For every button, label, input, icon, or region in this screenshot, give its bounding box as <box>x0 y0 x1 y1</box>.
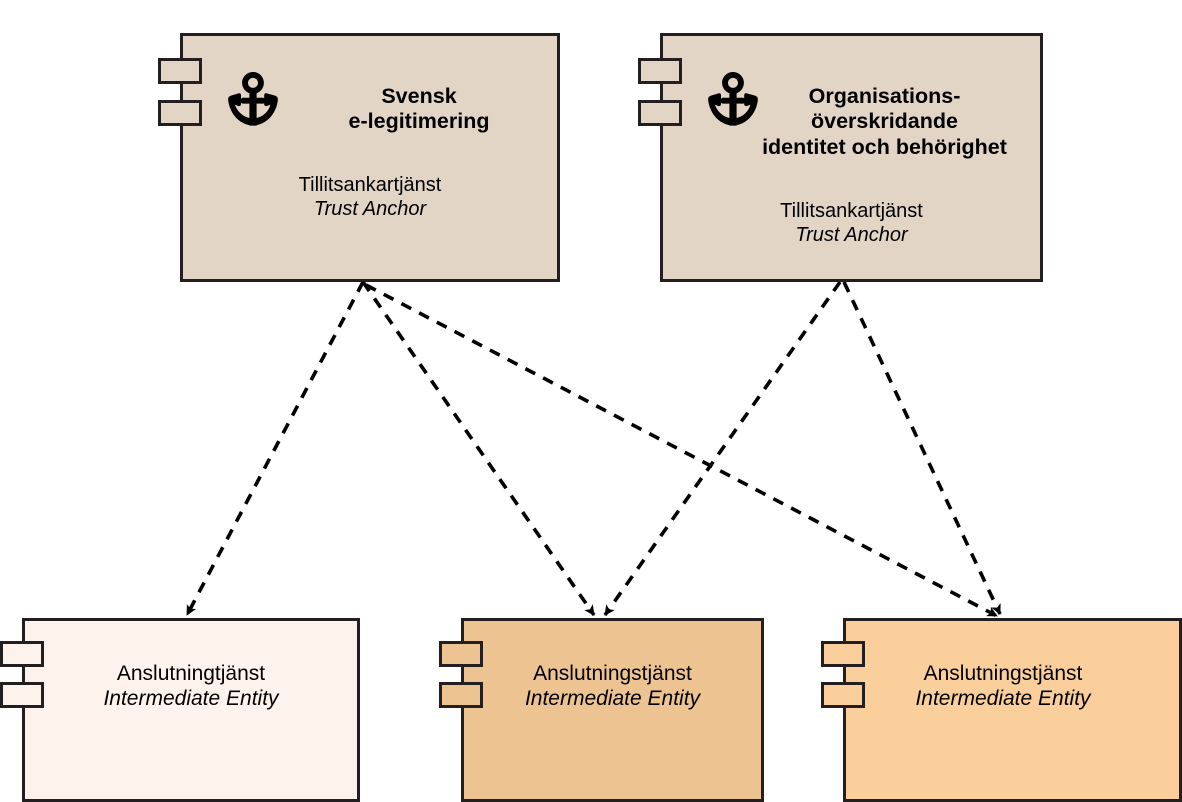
role-sv: Tillitsankartjänst <box>298 174 442 196</box>
component-title-svensk: Svensk e-legitimering <box>180 84 560 135</box>
port-tab-lower-intermediate-right <box>821 682 865 708</box>
role-sv: Anslutningstjänst <box>923 662 1083 685</box>
port-tab-upper-intermediate-middle <box>439 641 483 667</box>
port-tab-upper-intermediate-left <box>0 641 44 667</box>
title-line-2: e-legitimering <box>348 109 490 134</box>
role-en: Intermediate Entity <box>915 687 1091 711</box>
anchor-icon <box>228 72 278 126</box>
anchor-icon <box>708 72 758 126</box>
component-role-intermediate-left: Anslutningtjänst Intermediate Entity <box>22 661 360 711</box>
component-role-intermediate-right: Anslutningstjänst Intermediate Entity <box>843 661 1163 711</box>
port-tab-upper-svensk <box>158 58 202 84</box>
role-en: Intermediate Entity <box>103 687 279 711</box>
port-tab-lower-intermediate-middle <box>439 682 483 708</box>
title-line-3: identitet och behörighet <box>762 134 1007 159</box>
port-tab-lower-svensk <box>158 100 202 126</box>
component-title-org: Organisations- överskridande identitet o… <box>660 84 1043 160</box>
component-intermediate-right[interactable] <box>843 618 1182 802</box>
title-line-1: Svensk <box>381 84 457 108</box>
role-en: Trust Anchor <box>313 198 427 220</box>
port-tab-upper-org <box>638 58 682 84</box>
link-right-anchor-to-right-entity <box>842 281 1002 615</box>
role-en: Trust Anchor <box>795 224 908 246</box>
component-intermediate-left[interactable] <box>22 618 360 802</box>
role-sv: Anslutningstjänst <box>533 662 692 685</box>
component-svensk-e-legitimering[interactable] <box>180 33 560 282</box>
role-sv: Anslutningtjänst <box>116 662 266 685</box>
link-left-anchor-to-middle-entity <box>361 280 596 617</box>
component-role-svensk: Tillitsankartjänst Trust Anchor <box>180 173 560 221</box>
port-tab-lower-intermediate-left <box>0 682 44 708</box>
link-left-anchor-to-right-entity <box>365 283 998 618</box>
port-tab-lower-org <box>638 100 682 126</box>
component-role-intermediate-middle: Anslutningstjänst Intermediate Entity <box>461 661 764 711</box>
title-line-2: överskridande <box>811 109 958 134</box>
component-organisationsoverskridande[interactable] <box>660 33 1043 282</box>
component-role-org: Tillitsankartjänst Trust Anchor <box>660 199 1043 247</box>
link-left-anchor-to-left-entity <box>185 281 365 616</box>
title-line-1: Organisations- <box>808 84 961 108</box>
role-en: Intermediate Entity <box>524 687 701 711</box>
role-sv: Tillitsankartjänst <box>780 200 923 222</box>
port-tab-upper-intermediate-right <box>821 641 865 667</box>
component-intermediate-middle[interactable] <box>461 618 764 802</box>
link-right-anchor-to-middle-entity <box>603 280 842 617</box>
